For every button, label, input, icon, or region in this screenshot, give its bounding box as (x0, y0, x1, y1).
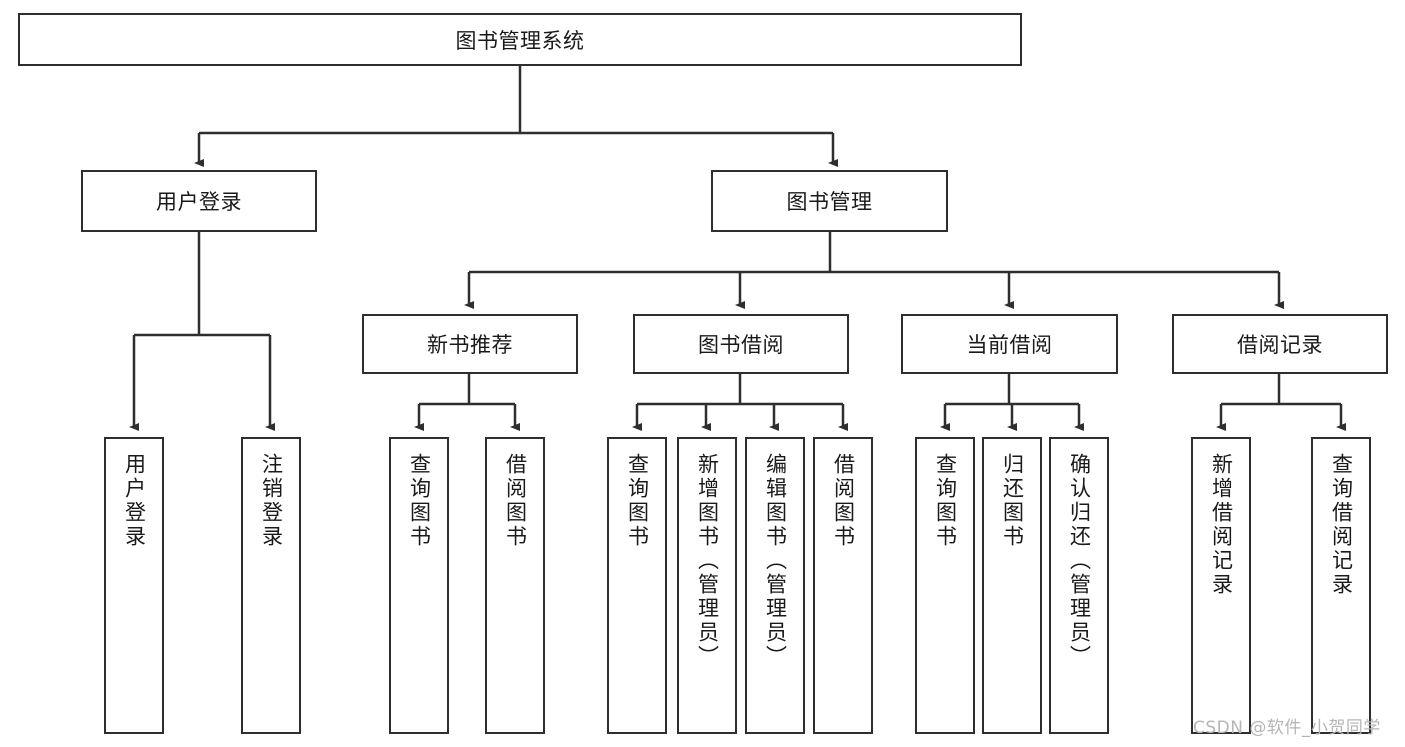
node-book-management[interactable]: 图书管理 (711, 170, 948, 232)
node-current-borrow-label: 当前借阅 (966, 333, 1053, 357)
node-user-login-label: 用户登录 (156, 190, 242, 214)
leaf-logout-label: 注销登录 (259, 453, 284, 549)
leaf-query-book-borrow-label: 查询图书 (625, 453, 650, 549)
leaf-add-book-admin[interactable]: 新增图书（管理员） (677, 437, 737, 734)
leaf-borrow-book-recommendation[interactable]: 借阅图书 (485, 437, 545, 734)
node-user-login[interactable]: 用户登录 (81, 170, 317, 232)
leaf-return-book-label: 归还图书 (1000, 453, 1025, 549)
leaf-add-borrow-record-label: 新增借阅记录 (1209, 453, 1234, 597)
node-book-borrow[interactable]: 图书借阅 (633, 314, 849, 374)
node-book-borrow-label: 图书借阅 (698, 333, 784, 357)
leaf-borrow-book-recommendation-label: 借阅图书 (503, 453, 528, 549)
leaf-user-login-label: 用户登录 (122, 453, 147, 549)
node-current-borrow[interactable]: 当前借阅 (901, 314, 1118, 374)
leaf-edit-book-admin-label: 编辑图书（管理员） (763, 453, 788, 669)
leaf-user-login[interactable]: 用户登录 (104, 437, 164, 734)
node-borrow-record-label: 借阅记录 (1237, 333, 1323, 357)
leaf-edit-book-admin[interactable]: 编辑图书（管理员） (745, 437, 805, 734)
leaf-borrow-book[interactable]: 借阅图书 (813, 437, 873, 734)
leaf-query-borrow-record[interactable]: 查询借阅记录 (1311, 437, 1371, 734)
leaf-return-book[interactable]: 归还图书 (982, 437, 1042, 734)
leaf-confirm-return-admin[interactable]: 确认归还（管理员） (1049, 437, 1109, 734)
leaf-query-borrow-record-label: 查询借阅记录 (1329, 453, 1354, 597)
leaf-query-book-current[interactable]: 查询图书 (915, 437, 975, 734)
leaf-query-book-recommendation-label: 查询图书 (407, 453, 432, 549)
node-root-label: 图书管理系统 (455, 28, 585, 53)
watermark: CSDN @软件_小贺同学 (1193, 718, 1381, 738)
node-borrow-record[interactable]: 借阅记录 (1172, 314, 1388, 374)
leaf-query-book-borrow[interactable]: 查询图书 (607, 437, 667, 734)
node-new-book-recommendation-label: 新书推荐 (427, 333, 513, 357)
leaf-query-book-recommendation[interactable]: 查询图书 (389, 437, 449, 734)
node-root[interactable]: 图书管理系统 (18, 13, 1022, 66)
leaf-add-borrow-record[interactable]: 新增借阅记录 (1191, 437, 1251, 734)
leaf-logout[interactable]: 注销登录 (241, 437, 301, 734)
node-book-management-label: 图书管理 (786, 190, 873, 214)
node-new-book-recommendation[interactable]: 新书推荐 (362, 314, 578, 374)
leaf-add-book-admin-label: 新增图书（管理员） (695, 453, 720, 669)
leaf-query-book-current-label: 查询图书 (933, 453, 958, 549)
leaf-confirm-return-admin-label: 确认归还（管理员） (1067, 453, 1092, 669)
leaf-borrow-book-label: 借阅图书 (831, 453, 856, 549)
